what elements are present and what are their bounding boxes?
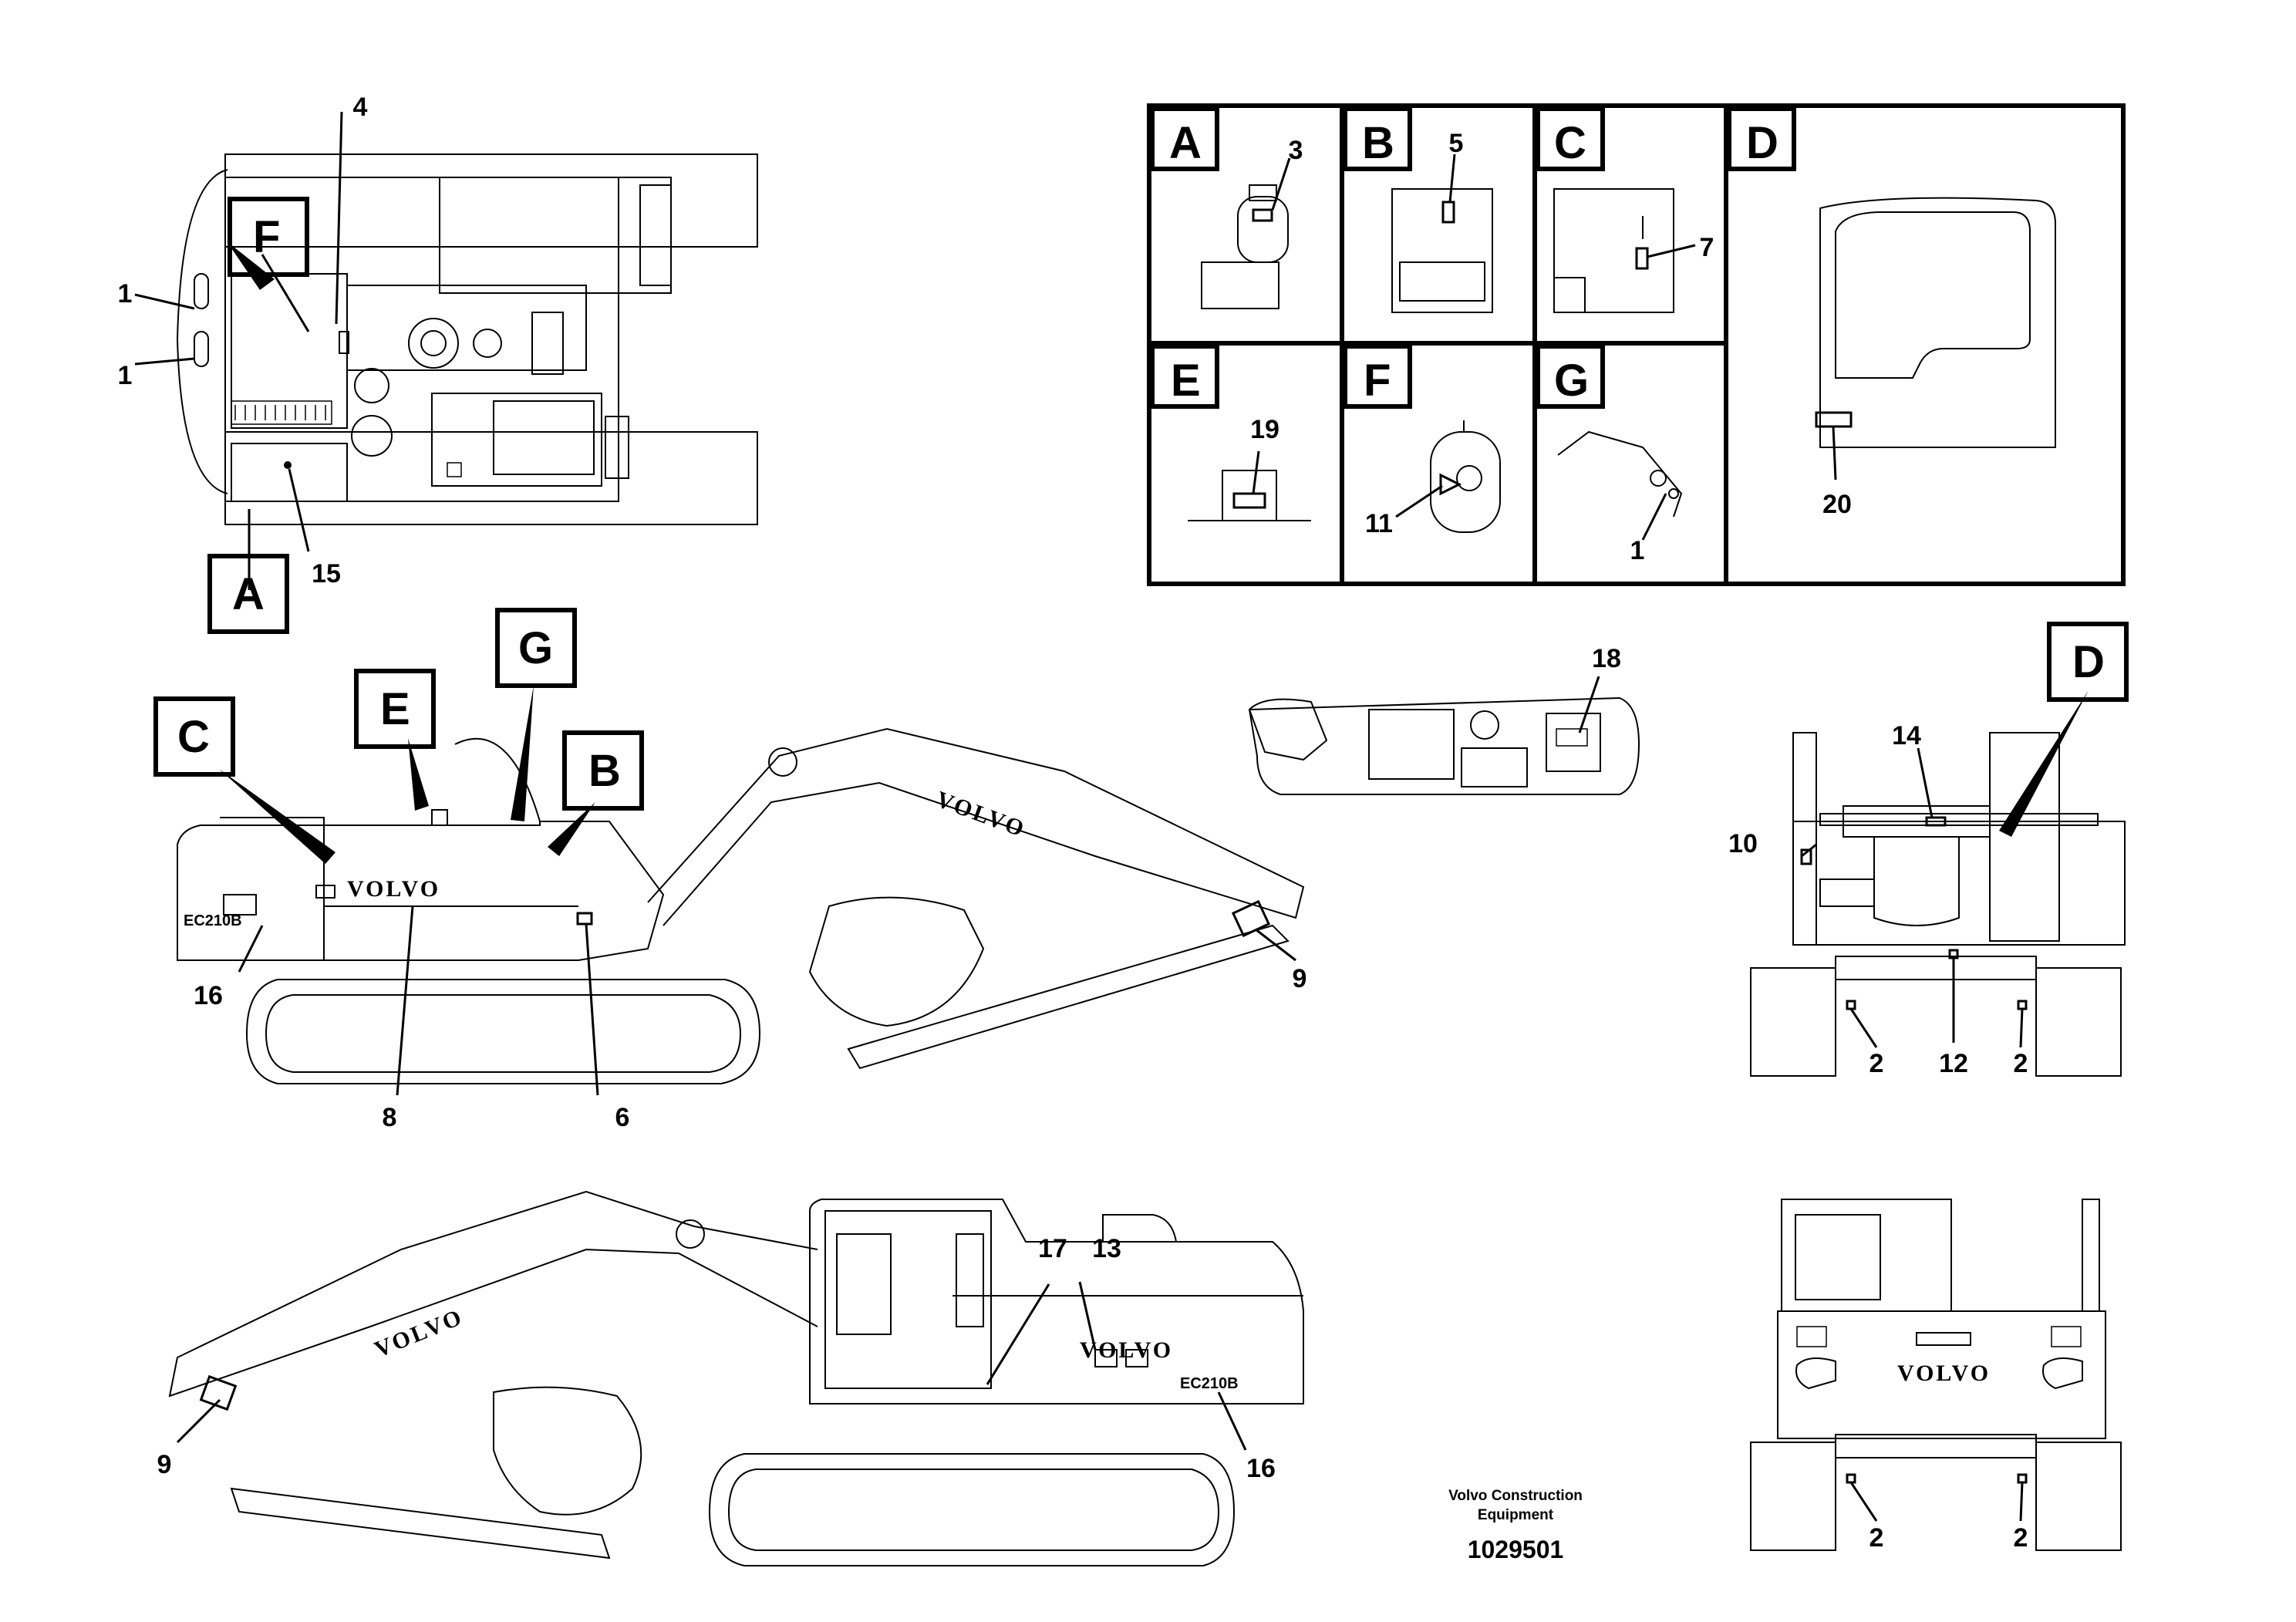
right-boom-brand-logo: VOLVO	[371, 1304, 467, 1363]
company-name-line-2: Equipment	[1478, 1507, 1554, 1523]
front-brand-logo: VOLVO	[1897, 1361, 1991, 1386]
callout-2-rear-left: 2	[1870, 1049, 1884, 1078]
detail-panel	[1147, 103, 2126, 586]
detail-letter-C-marker: C	[177, 712, 210, 762]
callout-18: 18	[1592, 644, 1621, 673]
top-view-drawing	[176, 153, 758, 525]
callout-17: 17	[1038, 1234, 1067, 1263]
detail-cell-D-label: D	[1746, 118, 1778, 168]
front-view-drawing: VOLVO	[1750, 1199, 2122, 1551]
leader-lines	[134, 111, 2089, 1522]
right-model-mark: EC210B	[1180, 1375, 1239, 1392]
callout-20: 20	[1822, 490, 1852, 519]
callout-6: 6	[615, 1103, 630, 1132]
callout-16-left: 16	[194, 981, 223, 1010]
detail-cell-C-label: C	[1554, 118, 1586, 168]
left-brand-logo: VOLVO	[347, 876, 440, 902]
rear-view-drawing	[1750, 732, 2126, 1077]
callout-15: 15	[312, 559, 341, 588]
left-side-view-drawing: VOLVO VOLVO EC210B	[177, 727, 1305, 1084]
detail-letter-G-marker: G	[518, 623, 553, 673]
detail-cell-B-label: B	[1362, 118, 1394, 168]
right-side-view-drawing: VOLVO VOLVO EC210B	[168, 1190, 1304, 1566]
detail-letter-B-marker: B	[588, 746, 621, 796]
right-brand-logo: VOLVO	[1080, 1337, 1173, 1363]
detail-cell-G-label: G	[1554, 356, 1589, 406]
detail-letter-E-marker: E	[380, 684, 410, 734]
callout-13: 13	[1092, 1234, 1121, 1263]
callout-11: 11	[1365, 509, 1393, 538]
detail-cell-A-label: A	[1169, 118, 1202, 168]
callout-12: 12	[1939, 1049, 1968, 1078]
detail-letter-F-marker: F	[253, 212, 280, 262]
callout-1-bottom: 1	[118, 361, 133, 390]
footer-block: Volvo Construction Equipment 1029501	[1448, 1488, 1583, 1563]
left-model-mark: EC210B	[184, 912, 242, 929]
callout-2-front-left: 2	[1870, 1523, 1884, 1553]
callout-2-rear-right: 2	[2014, 1049, 2028, 1078]
callout-1-top: 1	[118, 279, 133, 309]
left-boom-brand-logo: VOLVO	[933, 787, 1030, 842]
callout-16-right: 16	[1246, 1454, 1276, 1483]
detail-letter-boxes: F A C E G B D A B C D E F G	[153, 118, 2129, 811]
control-panel-drawing	[1248, 696, 1640, 795]
callout-14: 14	[1892, 721, 1921, 750]
callout-9-right: 9	[157, 1450, 172, 1479]
callout-numbers: 4 1 1 15 3 5 7 19 11 1 20 18 16 8 6 9 14…	[118, 93, 2028, 1553]
callout-2-front-right: 2	[2014, 1523, 2028, 1553]
callout-9-left: 9	[1293, 964, 1307, 993]
callout-10: 10	[1728, 829, 1758, 858]
callout-19: 19	[1250, 415, 1279, 444]
company-name-line-1: Volvo Construction	[1448, 1488, 1583, 1504]
callout-8: 8	[383, 1103, 397, 1132]
detail-cell-F-label: F	[1364, 356, 1391, 406]
detail-cell-E-label: E	[1171, 356, 1201, 406]
callout-4: 4	[353, 93, 368, 122]
detail-letter-A-marker: A	[232, 569, 265, 619]
callout-1-detail-G: 1	[1630, 536, 1645, 565]
detail-letter-D-marker: D	[2072, 637, 2105, 687]
callout-7: 7	[1700, 233, 1714, 262]
part-number: 1029501	[1468, 1536, 1564, 1563]
callout-5: 5	[1449, 129, 1464, 158]
callout-3: 3	[1289, 136, 1303, 165]
